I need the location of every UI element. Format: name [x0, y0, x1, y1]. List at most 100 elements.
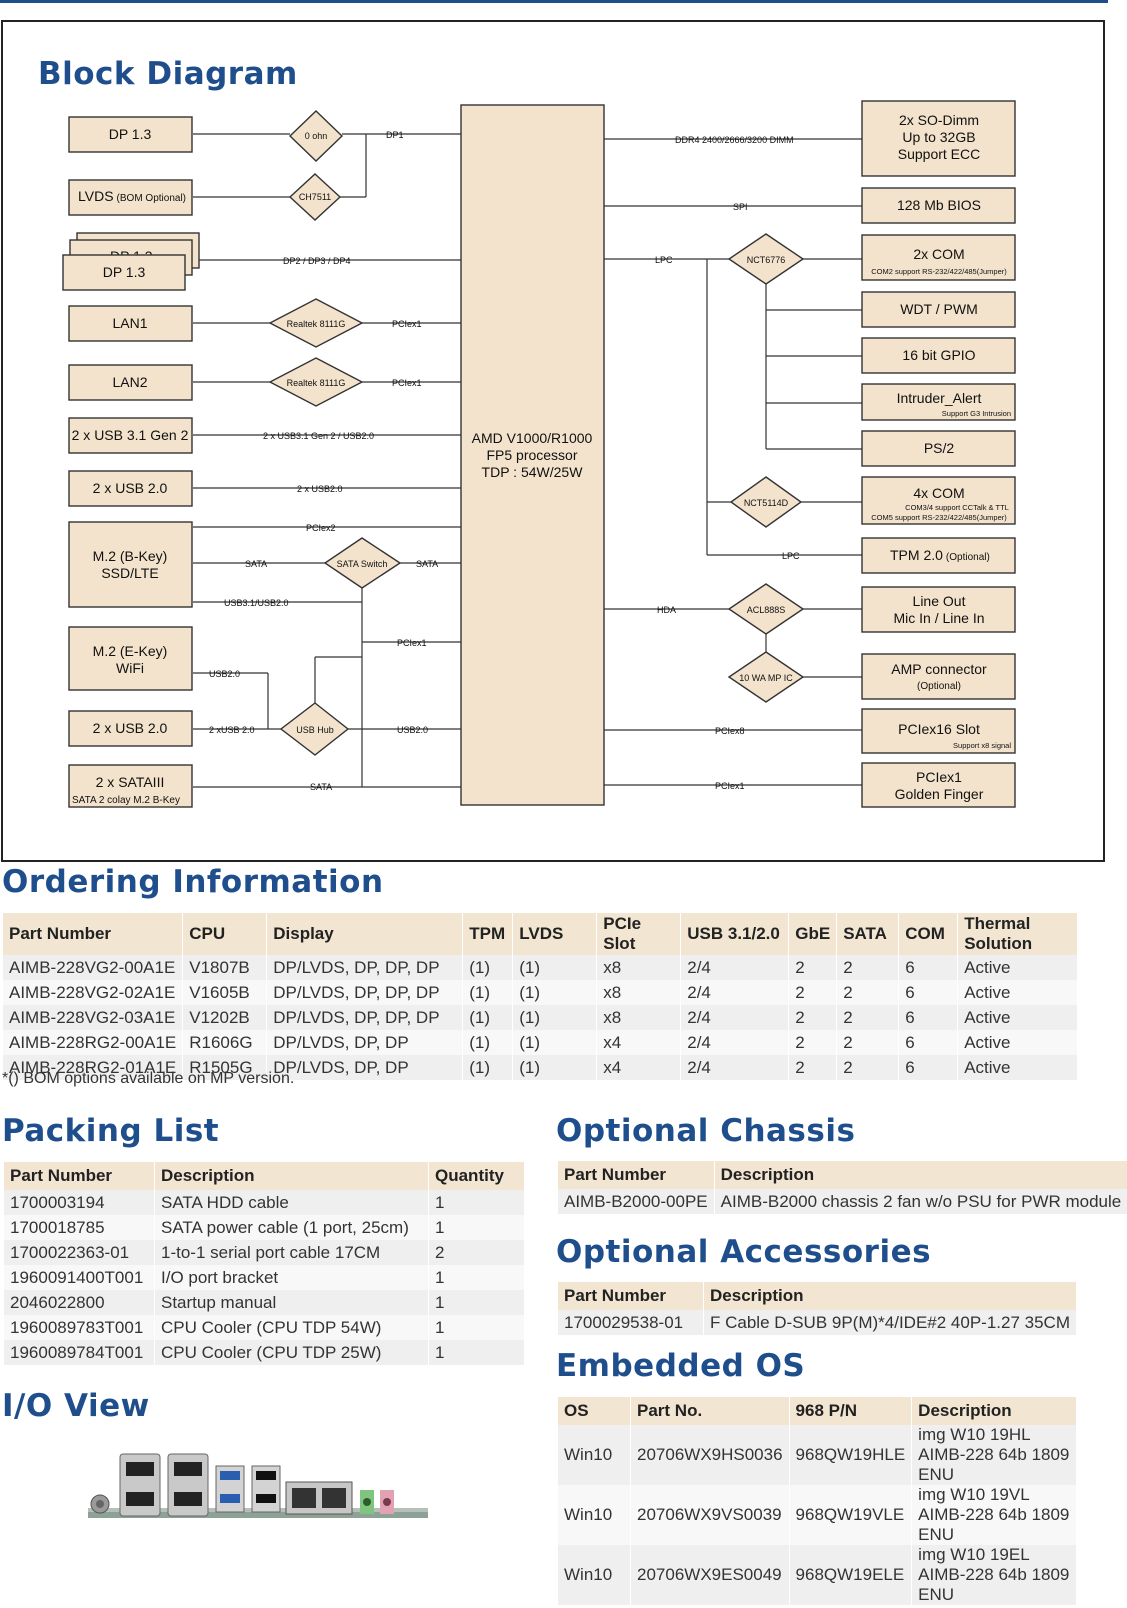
box-intruder: Intruder_Alert	[897, 390, 982, 406]
os-cell: 20706WX9HS0036	[630, 1425, 790, 1485]
ordering-cell: (1)	[462, 955, 513, 980]
ordering-cell: x8	[596, 1005, 681, 1030]
packing-cell: Startup manual	[154, 1290, 429, 1315]
ordering-cell: (1)	[462, 1030, 513, 1055]
box-audio-1: Line Out	[913, 593, 966, 609]
label-dp1: DP1	[386, 130, 404, 140]
ordering-cell: 2/4	[680, 980, 789, 1005]
ordering-cell: 6	[898, 1055, 958, 1080]
box-m2e-2: WiFi	[116, 660, 144, 676]
dp-port-icon	[119, 1453, 209, 1517]
packing-cell: 1	[428, 1265, 524, 1290]
ordering-cell: 2	[836, 1005, 899, 1030]
label-pciex1: PCIex1	[715, 781, 745, 791]
block-diagram-frame	[1, 20, 1105, 862]
ordering-cell: DP/LVDS, DP, DP, DP	[266, 1005, 463, 1030]
top-rule	[0, 0, 1108, 3]
label-pciex1-c: PCIex1	[397, 638, 427, 648]
box-usb20-b: 2 x USB 2.0	[93, 720, 168, 736]
accessories-title: Optional Accessories	[556, 1234, 932, 1270]
ordering-cell: R1505G	[182, 1055, 267, 1080]
box-amp-1: AMP connector	[891, 661, 987, 677]
os-cell: 968QW19VLE	[788, 1485, 912, 1545]
label-ddr4: DDR4 2400/2666/3200 DIMM	[675, 135, 794, 145]
label-sata-c: SATA	[310, 782, 332, 792]
ordering-cell: V1807B	[182, 955, 267, 980]
os-cell: 20706WX9ES0049	[630, 1545, 790, 1605]
ordering-header-cell: Part Number	[1, 913, 183, 955]
block-diagram: AMD V1000/R1000 FP5 processor TDP : 54W/…	[62, 100, 1016, 808]
ordering-header-cell: TPM	[462, 913, 513, 955]
os-cell: Win10	[557, 1545, 631, 1605]
box-pcie16: PCIex16 Slot	[898, 721, 980, 737]
box-lvds-note: (BOM Optional)	[117, 193, 186, 204]
chassis-cell: AIMB-B2000 chassis 2 fan w/o PSU for PWR…	[713, 1189, 1127, 1214]
packing-cell: 1700022363-01	[3, 1240, 155, 1265]
box-lvds-label: LVDS	[78, 188, 114, 204]
packing-cell: 1	[428, 1340, 524, 1365]
packing-cell: SATA HDD cable	[154, 1190, 429, 1215]
ordering-cell: (1)	[512, 1030, 597, 1055]
accessories-header-cell: Part Number	[556, 1282, 704, 1310]
cpu-line3: TDP : 54W/25W	[482, 464, 584, 480]
packing-cell: 1	[428, 1215, 524, 1240]
ordering-cell: DP/LVDS, DP, DP	[266, 1055, 463, 1080]
label-x-usb20: 2 xUSB 2.0	[209, 725, 255, 735]
label-usb20: 2 x USB2.0	[297, 484, 343, 494]
diamond-ch7511: CH7511	[299, 192, 331, 202]
packing-cell: 1960089784T001	[3, 1340, 155, 1365]
box-audio-2: Mic In / Line In	[893, 610, 984, 626]
accessories-cell: 1700029538-01	[556, 1310, 704, 1335]
ordering-cell: 2	[788, 980, 837, 1005]
box-lvds: LVDS(BOM Optional)	[78, 188, 186, 204]
ordering-cell: Active	[957, 1005, 1077, 1030]
ordering-cell: Active	[957, 1055, 1077, 1080]
box-usb20-a: 2 x USB 2.0	[93, 480, 168, 496]
label-lpc-b: LPC	[782, 551, 800, 561]
ordering-cell: (1)	[462, 1055, 513, 1080]
cpu-line1: AMD V1000/R1000	[472, 430, 593, 446]
chassis-header-cell: Description	[713, 1161, 1127, 1189]
ordering-cell: (1)	[512, 1005, 597, 1030]
embedded-os-title: Embedded OS	[556, 1348, 806, 1384]
ordering-cell: 2/4	[680, 1030, 789, 1055]
packing-cell: 1	[428, 1190, 524, 1215]
os-cell: img W10 19HL AIMB-228 64b 1809 ENU	[911, 1425, 1076, 1485]
io-view-title: I/O View	[2, 1388, 150, 1424]
ordering-header-cell: Display	[266, 913, 463, 955]
box-wdt: WDT / PWM	[900, 301, 978, 317]
os-header-cell: Description	[911, 1397, 1076, 1425]
packing-cell: 1-to-1 serial port cable 17CM	[154, 1240, 429, 1265]
box-tpm-label: TPM 2.0	[890, 547, 943, 563]
ordering-header-cell: SATA	[836, 913, 899, 955]
ordering-cell: x4	[596, 1055, 681, 1080]
ordering-cell: 2	[836, 1030, 899, 1055]
diamond-ohm: 0 ohn	[305, 131, 328, 141]
packing-header-cell: Quantity	[428, 1162, 524, 1190]
packing-cell: CPU Cooler (CPU TDP 54W)	[154, 1315, 429, 1340]
label-usb31: 2 x USB3.1 Gen 2 / USB2.0	[263, 431, 374, 441]
ordering-cell: 2/4	[680, 1055, 789, 1080]
ordering-cell: (1)	[512, 980, 597, 1005]
io-panel-image	[88, 1453, 428, 1518]
chassis-header-cell: Part Number	[557, 1161, 715, 1189]
box-com4-note2: COM5 support RS-232/422/485(Jumper)	[871, 513, 1007, 522]
packing-header-cell: Description	[154, 1162, 429, 1190]
box-tpm: TPM 2.0(Optional)	[890, 547, 990, 563]
packing-header-cell: Part Number	[3, 1162, 155, 1190]
box-com4-note1: COM3/4 support CCTalk & TTL	[905, 503, 1009, 512]
